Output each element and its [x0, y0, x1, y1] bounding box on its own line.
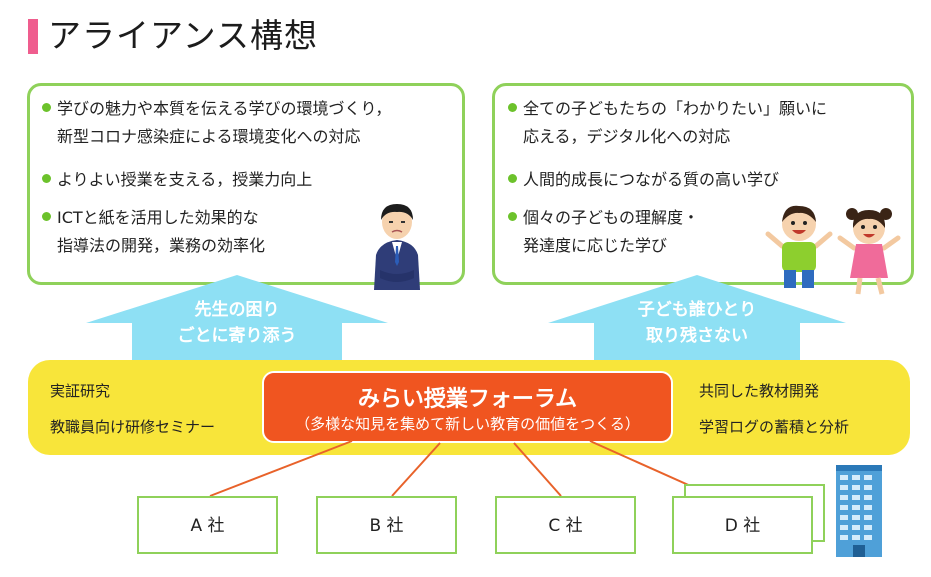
list-item-text: 新型コロナ感染症による環境変化への対応 [57, 127, 361, 146]
up-arrow-left [86, 275, 388, 362]
company-label: C 社 [548, 516, 583, 536]
arrow-label-line: 先生の困り [194, 300, 280, 320]
company-box-d: D 社 [672, 496, 813, 554]
company-box-b: B 社 [316, 496, 457, 554]
company-label: B 社 [369, 516, 404, 536]
bullet-icon [508, 103, 517, 112]
title-accent-bar [28, 19, 38, 54]
activity-label: 学習ログの蓄積と分析 [699, 418, 850, 436]
list-item: 人間的成長につながる質の高い学び [508, 166, 779, 194]
building-icon [836, 465, 882, 557]
bullet-icon [508, 212, 517, 221]
list-item: よりよい授業を支える，授業力向上 [42, 166, 312, 194]
student-goals-box: 全ての子どもたちの「わかりたい」願いに 応える，デジタル化への対応 人間的成長に… [492, 83, 914, 285]
activity-label: 教職員向け研修セミナー [50, 418, 216, 436]
company-label: A 社 [190, 516, 225, 536]
company-box-c: C 社 [495, 496, 636, 554]
list-item: 全ての子どもたちの「わかりたい」願いに 応える，デジタル化への対応 [508, 95, 827, 151]
list-item-text: 個々の子どもの理解度・ [523, 208, 700, 227]
arrow-label-line: ごとに寄り添う [177, 326, 297, 346]
arrow-label-line: 子ども誰ひとり [637, 300, 757, 320]
up-arrow-right [548, 275, 846, 362]
activity-label: 実証研究 [50, 382, 111, 400]
forum-subtitle: （多様な知見を集めて新しい教育の価値をつくる） [295, 415, 640, 433]
list-item-text: 応える，デジタル化への対応 [523, 127, 731, 146]
list-item: 学びの魅力や本質を伝える学びの環境づくり， 新型コロナ感染症による環境変化への対… [42, 95, 391, 151]
connector-line-a [209, 440, 353, 497]
list-item-text: ICTと紙を活用した効果的な [57, 208, 259, 227]
arrow-label-left: 先生の困り ごとに寄り添う [132, 297, 342, 349]
bullet-icon [42, 103, 51, 112]
list-item-text: 全ての子どもたちの「わかりたい」願いに [523, 99, 828, 118]
bullet-icon [508, 174, 517, 183]
company-box-a: A 社 [137, 496, 278, 554]
page-title: アライアンス構想 [48, 16, 319, 55]
connector-line-b [391, 442, 441, 497]
bullet-icon [42, 174, 51, 183]
forum-title: みらい授業フォーラム [357, 387, 578, 412]
list-item-text: 指導法の開発，業務の効率化 [57, 236, 266, 255]
children-illustration [765, 205, 901, 295]
company-label: D 社 [724, 516, 761, 536]
arrow-label-right: 子ども誰ひとり 取り残さない [594, 297, 800, 349]
teacher-illustration [374, 204, 420, 290]
list-item-text: よりよい授業を支える，授業力向上 [57, 170, 313, 189]
list-item-text: 人間的成長につながる質の高い学び [523, 170, 780, 189]
bullet-icon [42, 212, 51, 221]
list-item-text: 学びの魅力や本質を伝える学びの環境づくり， [57, 99, 392, 118]
list-item: 個々の子どもの理解度・ 発達度に応じた学び [508, 204, 699, 260]
list-item: ICTと紙を活用した効果的な 指導法の開発，業務の効率化 [42, 204, 265, 260]
arrow-label-line: 取り残さない [646, 326, 748, 346]
list-item-text: 発達度に応じた学び [523, 236, 668, 255]
connector-line-c [513, 442, 562, 497]
forum-box: みらい授業フォーラム （多様な知見を集めて新しい教育の価値をつくる） [262, 371, 673, 443]
activity-label: 共同した教材開発 [699, 382, 820, 400]
